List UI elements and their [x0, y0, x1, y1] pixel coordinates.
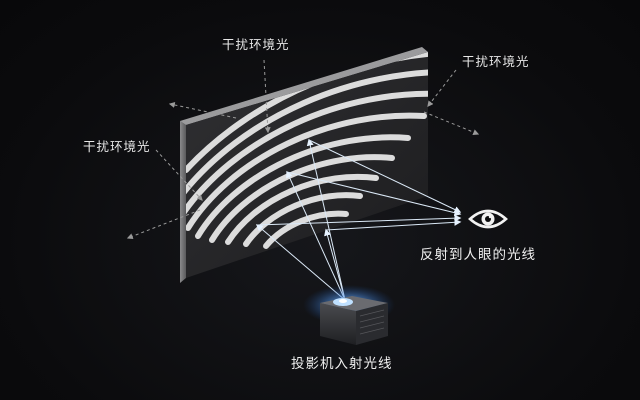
reflected-light-label: 反射到人眼的光线 — [420, 247, 536, 263]
reflected-rays — [256, 139, 462, 231]
ambient-light-label-right: 干扰环境光 — [462, 54, 530, 69]
arc-ridge — [186, 112, 427, 231]
ambient-arrow-top — [263, 59, 271, 134]
arc-ridge — [186, 90, 428, 215]
projection-screen — [180, 47, 428, 283]
ambient-light-label-left: 干扰环境光 — [83, 139, 151, 154]
ambient-arrow-right-out — [423, 111, 480, 135]
screen-side-edge — [180, 121, 186, 283]
reflected-ray — [286, 171, 462, 217]
arc-ridge — [243, 192, 363, 247]
ambient-arrow-right — [427, 69, 457, 107]
ambient-arrow-top-left — [168, 102, 237, 119]
incident-ray — [306, 138, 346, 301]
screen-top-edge — [180, 47, 428, 125]
ambient-light-arrows — [126, 59, 480, 240]
eye-icon — [468, 209, 508, 229]
projector-side — [356, 303, 388, 345]
arc-ridge — [195, 134, 411, 239]
projector-front — [320, 303, 356, 345]
ambient-arrow-left-out — [126, 209, 201, 240]
reflected-ray — [256, 214, 462, 226]
reflected-ray — [308, 139, 462, 213]
projector-icon — [303, 285, 395, 345]
ambient-arrow-left — [155, 149, 203, 201]
ambient-light-label-top: 干扰环境光 — [222, 37, 290, 52]
arc-ridge — [225, 173, 379, 245]
reflected-ray — [325, 218, 462, 231]
incident-ray — [286, 170, 346, 301]
arc-ridge — [186, 68, 428, 195]
projector-light-label: 投影机入射光线 — [291, 356, 393, 372]
